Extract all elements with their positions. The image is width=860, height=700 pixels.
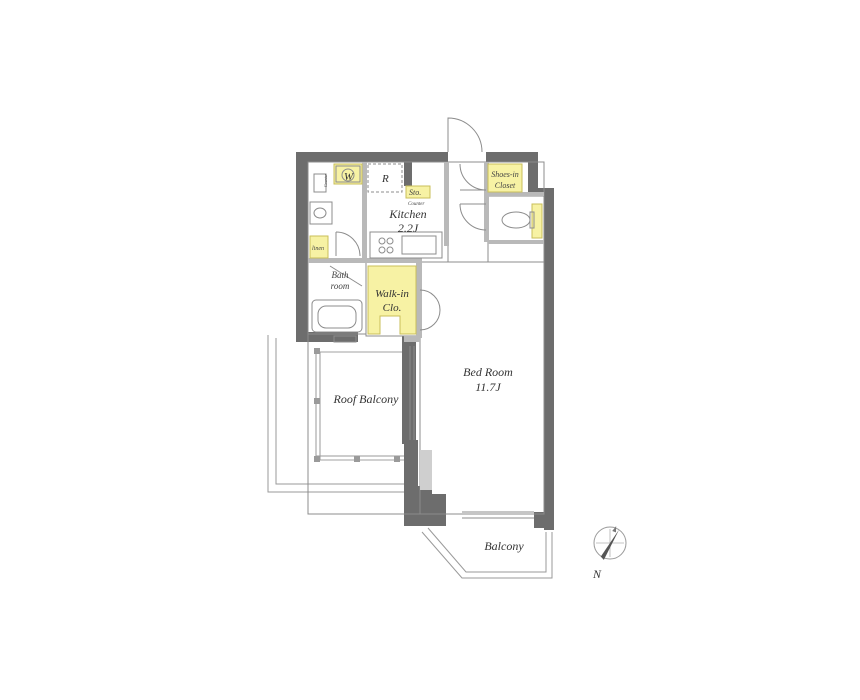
linen-storage: [309, 235, 329, 259]
bedroom-name: Bed Room: [463, 365, 513, 379]
room-labels: W R Sto. Counter Counter Kitchen 2.2J li…: [312, 170, 524, 553]
kitchen-name: Kitchen: [388, 207, 426, 221]
refrigerator-label: R: [381, 173, 389, 185]
storage-label: Sto.: [409, 188, 421, 197]
vanity-sink: [309, 201, 333, 225]
refrigerator: [367, 163, 403, 193]
bathroom-name: Bath: [332, 270, 349, 280]
counter-small-label: Counter: [323, 173, 328, 187]
counter-label: Counter: [408, 202, 424, 207]
walk-in-closet: [367, 265, 417, 335]
washer-label: W: [344, 171, 354, 183]
toilet: [501, 211, 531, 229]
compass-label: N: [592, 567, 602, 581]
toilet-storage: [531, 203, 543, 239]
washer-space: [333, 163, 363, 185]
balcony-area: [421, 527, 553, 579]
doors: [329, 117, 487, 331]
bedroom-size: 11.7J: [475, 380, 501, 394]
shoes-closet: [487, 163, 523, 193]
washer: [335, 165, 361, 183]
kitchen-counter: [369, 231, 443, 259]
fixtures: [309, 163, 535, 519]
kitchen-size: 2.2J: [398, 221, 419, 235]
shoes-name: Shoes-in: [491, 170, 519, 179]
roof-balcony-area: [267, 335, 409, 493]
bathroom-name2: room: [331, 281, 350, 291]
shoes-name2: Closet: [495, 181, 516, 190]
storage-areas: [309, 163, 543, 335]
storage-sto: [405, 185, 431, 199]
partition-walls: [308, 162, 544, 490]
compass-icon: [593, 526, 627, 560]
roof-balcony-name: Roof Balcony: [333, 392, 400, 406]
walls: [296, 152, 554, 530]
walkin-name: Walk-in: [375, 288, 409, 300]
bathtub: [311, 299, 363, 333]
walkin-name2: Clo.: [383, 302, 402, 314]
roof-balcony-posts: [314, 348, 400, 462]
linen-label: linen: [312, 246, 324, 252]
entry-door: [447, 117, 483, 153]
balcony-name: Balcony: [484, 539, 524, 553]
